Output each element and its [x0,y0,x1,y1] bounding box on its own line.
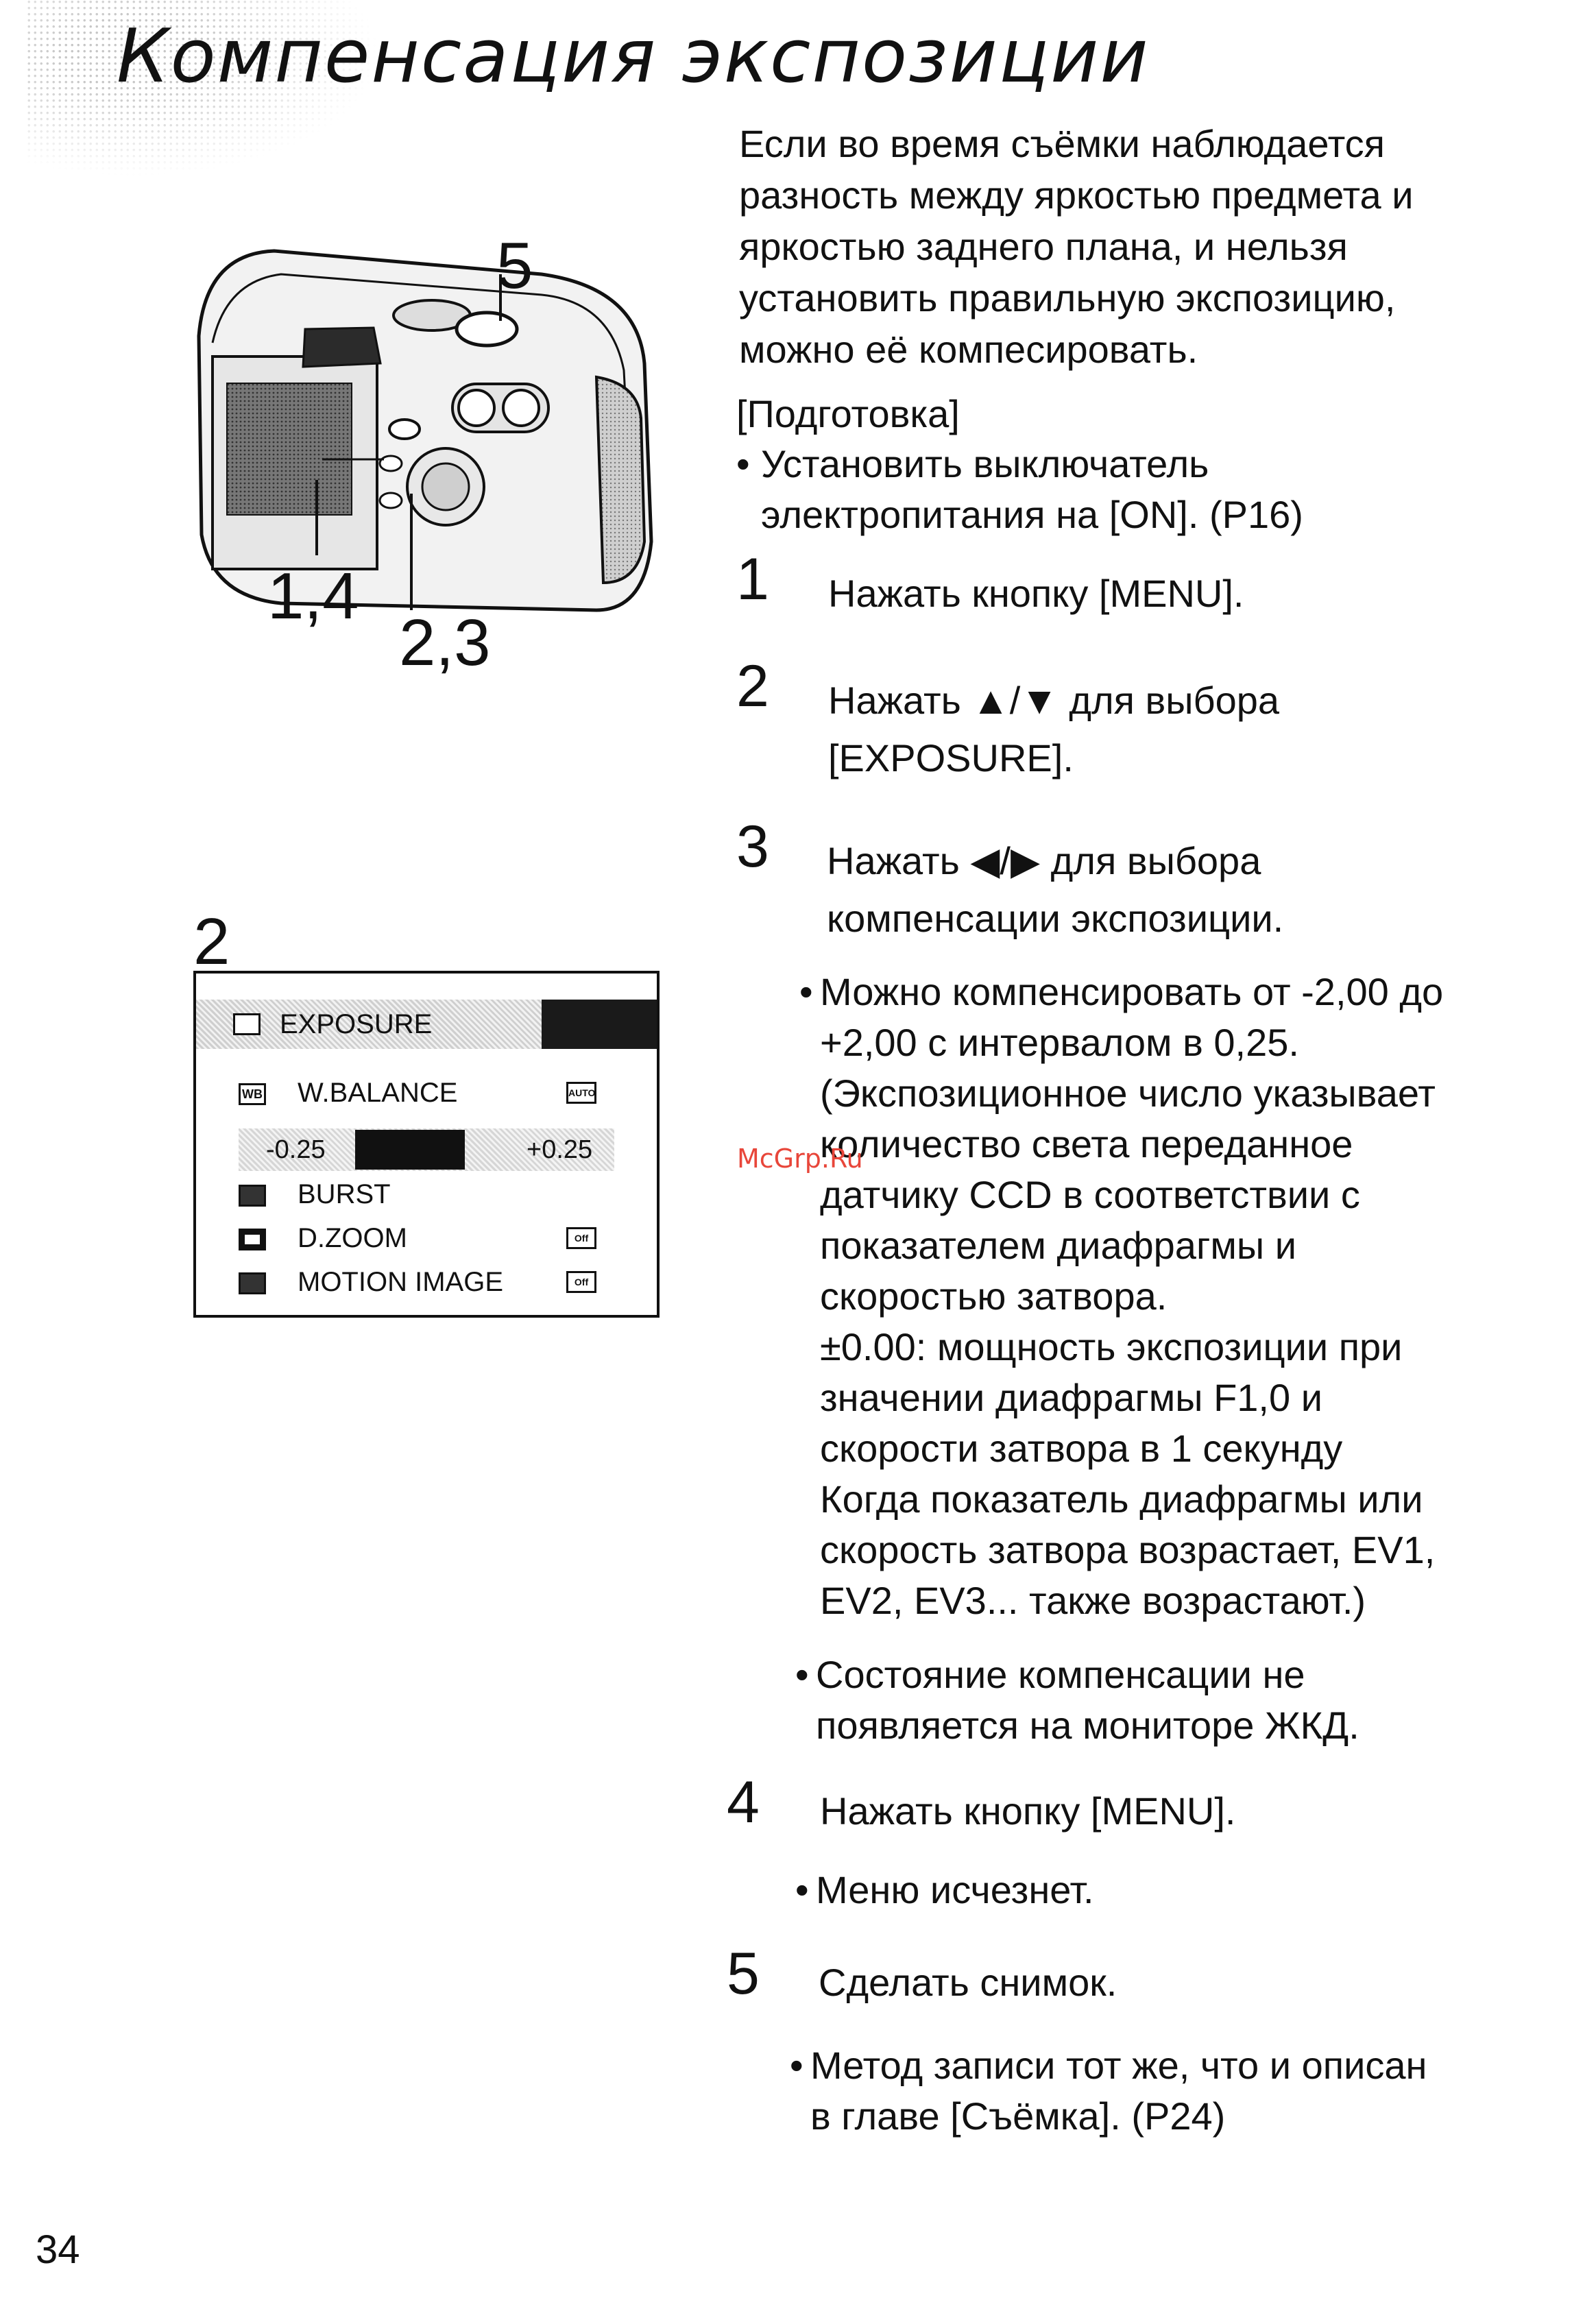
camera-illustration [197,249,653,612]
wb-icon: WB [239,1083,266,1106]
intro-line: Если во время съёмки наблюдается [739,122,1385,165]
note-line: датчику CCD в соответствии с [820,1173,1360,1216]
step-4-text: Нажать кнопку [MENU]. [820,1782,1235,1840]
off-badge: Off [566,1227,596,1249]
step-3-note-a: •Можно компенсировать от -2,00 до +2,00 … [799,967,1443,1626]
note-line: скорости затвора в 1 секунду [820,1427,1343,1470]
note-line: •Состояние компенсации не [795,1649,1359,1700]
motion-icon [239,1272,266,1295]
preparation-bullet: • [736,442,750,485]
callout-1-4: 1,4 [267,559,359,633]
bullet-dot: • [795,1653,809,1696]
intro-line: можно её компесировать. [739,328,1198,371]
step-3-text: Нажать ◀/▶ для выбора компенсации экспоз… [827,832,1283,947]
exposure-icon [233,1013,261,1035]
note-line: количество света переданное [820,1122,1353,1165]
menu-header: EXPOSURE [196,1000,657,1049]
menu-row-dzoom: D.ZOOM [239,1222,407,1255]
intro-paragraph: Если во время съёмки наблюдается разност… [739,118,1413,375]
step-5-note: •Метод записи тот же, что и описан в гла… [790,2040,1427,2142]
step-1-text: Нажать кнопку [MENU]. [828,565,1244,622]
intro-line: установить правильную экспозицию, [739,276,1396,319]
auto-badge: AUTO [566,1082,596,1104]
step-line: компенсации экспозиции. [827,897,1284,940]
step-1-number: 1 [736,546,769,612]
exposure-slider: -0.25 +0.25 [239,1128,614,1171]
step-line: [EXPOSURE]. [828,736,1074,779]
note-line: значении диафрагмы F1,0 и [820,1376,1322,1419]
callout-2-3: 2,3 [399,606,491,679]
slider-left-value: -0.25 [266,1135,326,1164]
preparation-heading: [Подготовка] [736,392,960,435]
step-2-text: Нажать ▲/▼ для выбора [EXPOSURE]. [828,672,1279,787]
menu-row-label: W.BALANCE [298,1078,458,1108]
menu-row-wbalance: WB W.BALANCE [239,1076,457,1109]
exposure-menu-screen: EXPOSURE WB W.BALANCE AUTO -0.25 +0.25 BU… [193,971,660,1318]
note-line: •Меню исчезнет. [795,1865,1094,1915]
menu-header-label: EXPOSURE [280,1009,433,1039]
menu-row-label: BURST [298,1179,391,1209]
note-line: показателем диафрагмы и [820,1224,1296,1267]
menu-row-burst: BURST [239,1178,391,1211]
note-line: •Метод записи тот же, что и описан [790,2040,1427,2091]
step-line: Нажать ▲/▼ для выбора [828,679,1280,722]
note-line: скорость затвора возрастает, EV1, [820,1528,1436,1571]
note-line: в главе [Съёмка]. (P24) [810,2094,1226,2138]
preparation-line: электропитания на [ON]. (P16) [761,493,1303,536]
menu-row-motion-image: MOTION IMAGE [239,1266,503,1298]
note-line: появляется на мониторе ЖКД. [816,1704,1359,1747]
menu-row-label: MOTION IMAGE [298,1267,503,1297]
note-line: •Можно компенсировать от -2,00 до [799,967,1443,1017]
step-3-note-b: •Состояние компенсации не появляется на … [795,1649,1359,1751]
bullet-dot: • [790,2044,803,2087]
burst-icon [239,1185,266,1207]
intro-line: разность между яркостью предмета и [739,173,1414,217]
note-line: скоростью затвора. [820,1274,1168,1318]
intro-line: яркостью заднего плана, и нельзя [739,225,1348,268]
preparation-line: Установить выключатель [761,442,1209,485]
step-5-text: Сделать снимок. [819,1954,1117,2011]
dzoom-icon [239,1229,266,1251]
bullet-dot: • [799,970,813,1013]
bullet-dot: • [795,1868,809,1911]
slider-center-block [355,1130,465,1170]
callout-5: 5 [496,229,533,302]
step-line: Нажать кнопку [MENU]. [820,1789,1236,1833]
menu-row-label: D.ZOOM [298,1223,407,1253]
watermark-text: McGrp.Ru [737,1144,863,1174]
figure-2-label: 2 [193,905,230,978]
step-4-number: 4 [727,1769,760,1835]
slider-right-value: +0.25 [527,1135,593,1164]
step-5-number: 5 [727,1941,760,2007]
page-number: 34 [36,2227,80,2272]
note-line: (Экспозиционное число указывает [820,1072,1436,1115]
page-title: Компенсация экспозиции [117,14,1150,99]
note-line: EV2, EV3... также возрастают.) [820,1579,1366,1622]
note-line: ±0.00: мощность экспозиции при [820,1325,1403,1368]
step-4-note: •Меню исчезнет. [795,1865,1094,1915]
title-halftone-decoration [27,0,384,178]
preparation-text: Установить выключатель электропитания на… [761,439,1303,540]
step-2-number: 2 [736,653,769,719]
step-3-number: 3 [736,814,769,880]
step-line: Нажать кнопку [MENU]. [828,572,1244,615]
menu-header-selection [542,1000,657,1049]
off-badge: Off [566,1271,596,1293]
note-line: +2,00 с интервалом в 0,25. [820,1021,1299,1064]
step-line: Нажать ◀/▶ для выбора [827,839,1261,882]
note-line: Когда показатель диафрагмы или [820,1477,1423,1521]
step-line: Сделать снимок. [819,1961,1117,2004]
